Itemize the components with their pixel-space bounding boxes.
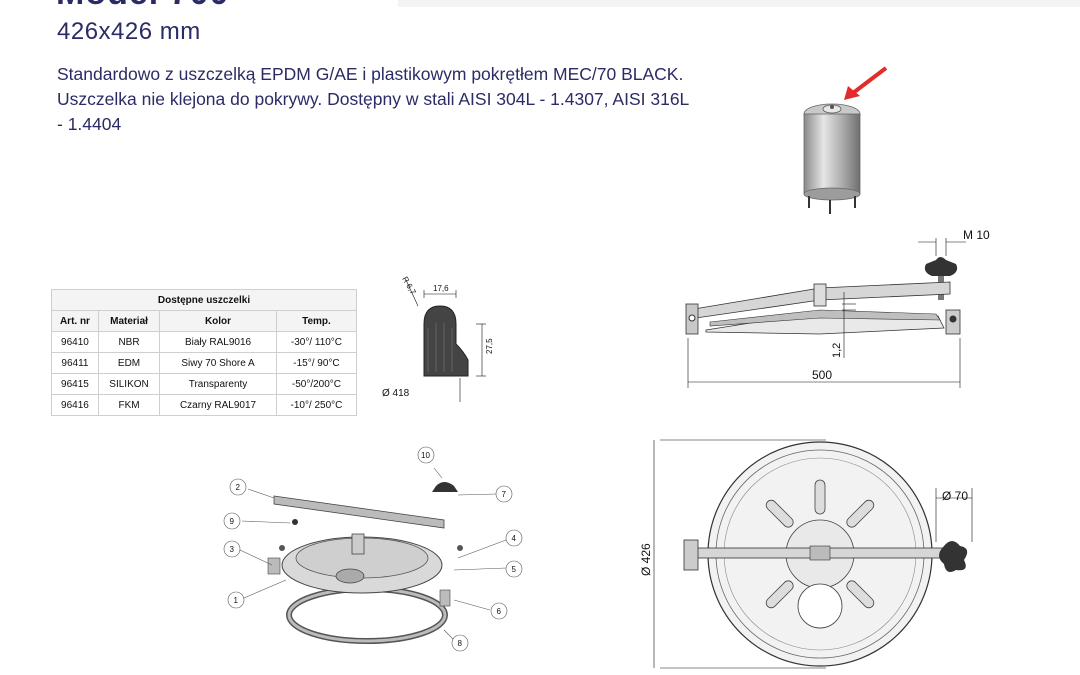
exploded-view-drawing: 2 9 3 1 4 5 6 8 7 10: [223, 446, 523, 652]
column-header: Materiał: [97, 310, 161, 332]
cover-diameter-label: Ø 426: [640, 543, 653, 576]
callout-6: 6: [497, 607, 502, 616]
table-cell: 96415: [51, 373, 99, 395]
column-header: Kolor: [159, 310, 277, 332]
table-cell: FKM: [97, 394, 161, 416]
table-row: 96410 NBR Biały RAL9016 -30°/ 110°C: [51, 331, 358, 353]
gasket-width-label: 17,6: [433, 284, 449, 293]
table-cell: -15°/ 90°C: [275, 352, 358, 374]
tank-illustration: [803, 66, 888, 214]
top-view-drawing: Ø 426 Ø 70: [640, 439, 973, 669]
table-cell: SILIKON: [97, 373, 161, 395]
callout-8: 8: [458, 639, 463, 648]
table-cell: 96416: [51, 394, 99, 416]
dimensions-subtitle: 426x426 mm: [57, 18, 201, 45]
length-label: 500: [812, 368, 832, 382]
table-row: 96411 EDM Siwy 70 Shore A -15°/ 90°C: [51, 352, 358, 374]
gasket-diameter-label: Ø 418: [382, 388, 410, 399]
table-cell: -30°/ 110°C: [275, 331, 358, 353]
red-arrow-icon: [844, 66, 888, 100]
table-cell: NBR: [97, 331, 161, 353]
gasket-height-label: 27,5: [485, 338, 494, 354]
table-cell: Siwy 70 Shore A: [159, 352, 277, 374]
callout-5: 5: [512, 565, 517, 574]
gap-label: 1,2: [831, 343, 843, 358]
column-header: Temp.: [275, 310, 358, 332]
gasket-section-drawing: 17,6 R 6,7 27,5 Ø 418: [382, 275, 494, 402]
side-view-drawing: M 10 1,2 500: [685, 228, 990, 388]
gasket-radius-label: R 6,7: [400, 275, 418, 297]
product-description: Standardowo z uszczelką EPDM G/AE i plas…: [57, 64, 689, 134]
page-title: Model 700: [56, 0, 229, 13]
callout-9: 9: [230, 517, 235, 526]
table-cell: Biały RAL9016: [159, 331, 277, 353]
table-cell: Czarny RAL9017: [159, 394, 277, 416]
table-cell: EDM: [97, 352, 161, 374]
table-cell: Transparenty: [159, 373, 277, 395]
table-row: 96416 FKM Czarny RAL9017 -10°/ 250°C: [51, 394, 358, 416]
callout-1: 1: [234, 596, 239, 605]
top-bar: [398, 0, 1080, 7]
table-caption: Dostępne uszczelki: [51, 289, 357, 311]
callout-2: 2: [236, 483, 241, 492]
seals-table: Dostępne uszczelki Art. nr Materiał Kolo…: [51, 289, 358, 416]
table-cell: 96411: [51, 352, 99, 374]
column-header: Art. nr: [51, 310, 99, 332]
table-row: 96415 SILIKON Transparenty -50°/200°C: [51, 373, 358, 395]
callout-10: 10: [421, 451, 430, 460]
table-cell: -10°/ 250°C: [275, 394, 358, 416]
callout-7: 7: [502, 490, 507, 499]
callout-3: 3: [230, 545, 235, 554]
table-cell: 96410: [51, 331, 99, 353]
callout-4: 4: [512, 534, 517, 543]
thread-label: M 10: [963, 228, 990, 242]
knob-diameter-label: Ø 70: [942, 489, 968, 503]
table-cell: -50°/200°C: [275, 373, 358, 395]
